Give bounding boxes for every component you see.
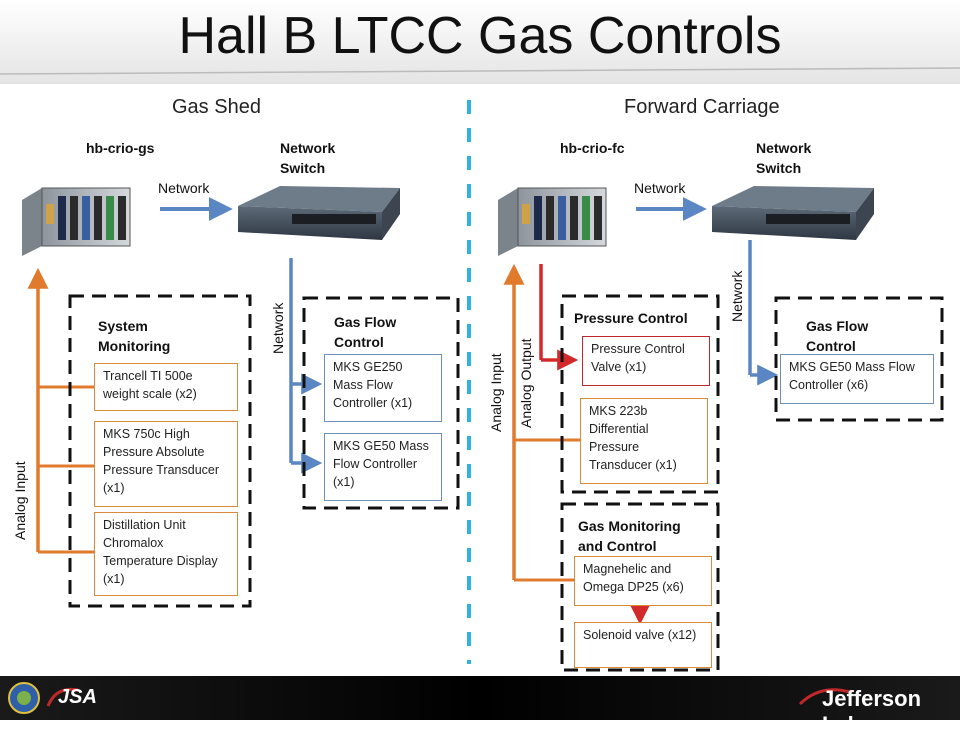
gas-monitoring-group xyxy=(560,502,720,672)
device-mks-ge50-left: MKS GE50 Mass Flow Controller (x1) xyxy=(324,433,442,501)
network-vertical-label-right: Network xyxy=(729,270,745,322)
footer-graphics xyxy=(0,676,960,720)
gas-monitoring-title: Gas Monitoring and Control xyxy=(578,518,681,554)
network-switch-left-icon xyxy=(238,186,400,240)
jsa-text: JSA xyxy=(58,686,97,708)
device-solenoid-valve: Solenoid valve (x12) xyxy=(574,622,712,668)
pressure-control-title: Pressure Control xyxy=(574,310,688,326)
network-label-left: Network xyxy=(158,180,210,196)
analog-output-label-right: Analog Output xyxy=(518,338,534,428)
analog-output-line-right xyxy=(539,264,579,371)
device-mks-223b: MKS 223b Differential Pressure Transduce… xyxy=(580,398,708,484)
section-gas-shed: Gas Shed xyxy=(172,96,261,118)
switch-name-right: Network Switch xyxy=(756,140,812,176)
crio-device-left-icon xyxy=(22,187,131,256)
crio-name-right: hb-crio-fc xyxy=(560,140,625,156)
page-title: Hall B LTCC Gas Controls xyxy=(178,7,782,65)
footer-bar: JSA Jefferson Lab xyxy=(0,676,960,737)
analog-input-lines-left xyxy=(27,267,94,554)
gas-flow-group-left xyxy=(302,296,460,510)
switch-name-left: Network Switch xyxy=(280,140,336,176)
device-distillation-unit: Distillation Unit Chromalox Temperature … xyxy=(94,512,238,596)
device-mks-750c: MKS 750c High Pressure Absolute Pressure… xyxy=(94,421,238,507)
network-lines-right xyxy=(748,240,779,386)
device-mks-ge250: MKS GE250 Mass Flow Controller (x1) xyxy=(324,354,442,422)
pressure-control-group xyxy=(560,294,720,494)
section-forward-carriage: Forward Carriage xyxy=(624,96,780,118)
analog-input-label-left: Analog Input xyxy=(12,461,28,540)
gas-flow-title-left: Gas Flow Control xyxy=(334,314,397,350)
network-label-right: Network xyxy=(634,180,686,196)
device-trancell: Trancell TI 500e weight scale (x2) xyxy=(94,363,238,411)
system-monitoring-group xyxy=(68,294,252,608)
gas-flow-title-right: Gas Flow Control xyxy=(806,318,869,354)
network-vertical-label-left: Network xyxy=(270,302,286,354)
device-pressure-control-valve: Pressure Control Valve (x1) xyxy=(582,336,710,386)
crio-device-right-icon xyxy=(498,187,607,256)
title-background xyxy=(0,0,960,84)
analog-input-label-right: Analog Input xyxy=(488,353,504,432)
jefferson-lab-text: Jefferson Lab xyxy=(822,686,922,737)
device-mks-ge50-right: MKS GE50 Mass Flow Controller (x6) xyxy=(780,354,934,404)
diagram-graphics xyxy=(22,100,944,672)
title-bar xyxy=(0,0,960,84)
device-magnehelic: Magnehelic and Omega DP25 (x6) xyxy=(574,556,712,606)
analog-input-lines-right xyxy=(503,263,580,582)
crio-name-left: hb-crio-gs xyxy=(86,140,155,156)
gas-flow-group-right xyxy=(774,296,944,422)
jsa-logo-icon xyxy=(46,687,79,707)
jefferson-lab-logo-icon xyxy=(798,688,851,706)
system-monitoring-title: System Monitoring xyxy=(98,318,171,354)
network-switch-right-icon xyxy=(712,186,874,240)
